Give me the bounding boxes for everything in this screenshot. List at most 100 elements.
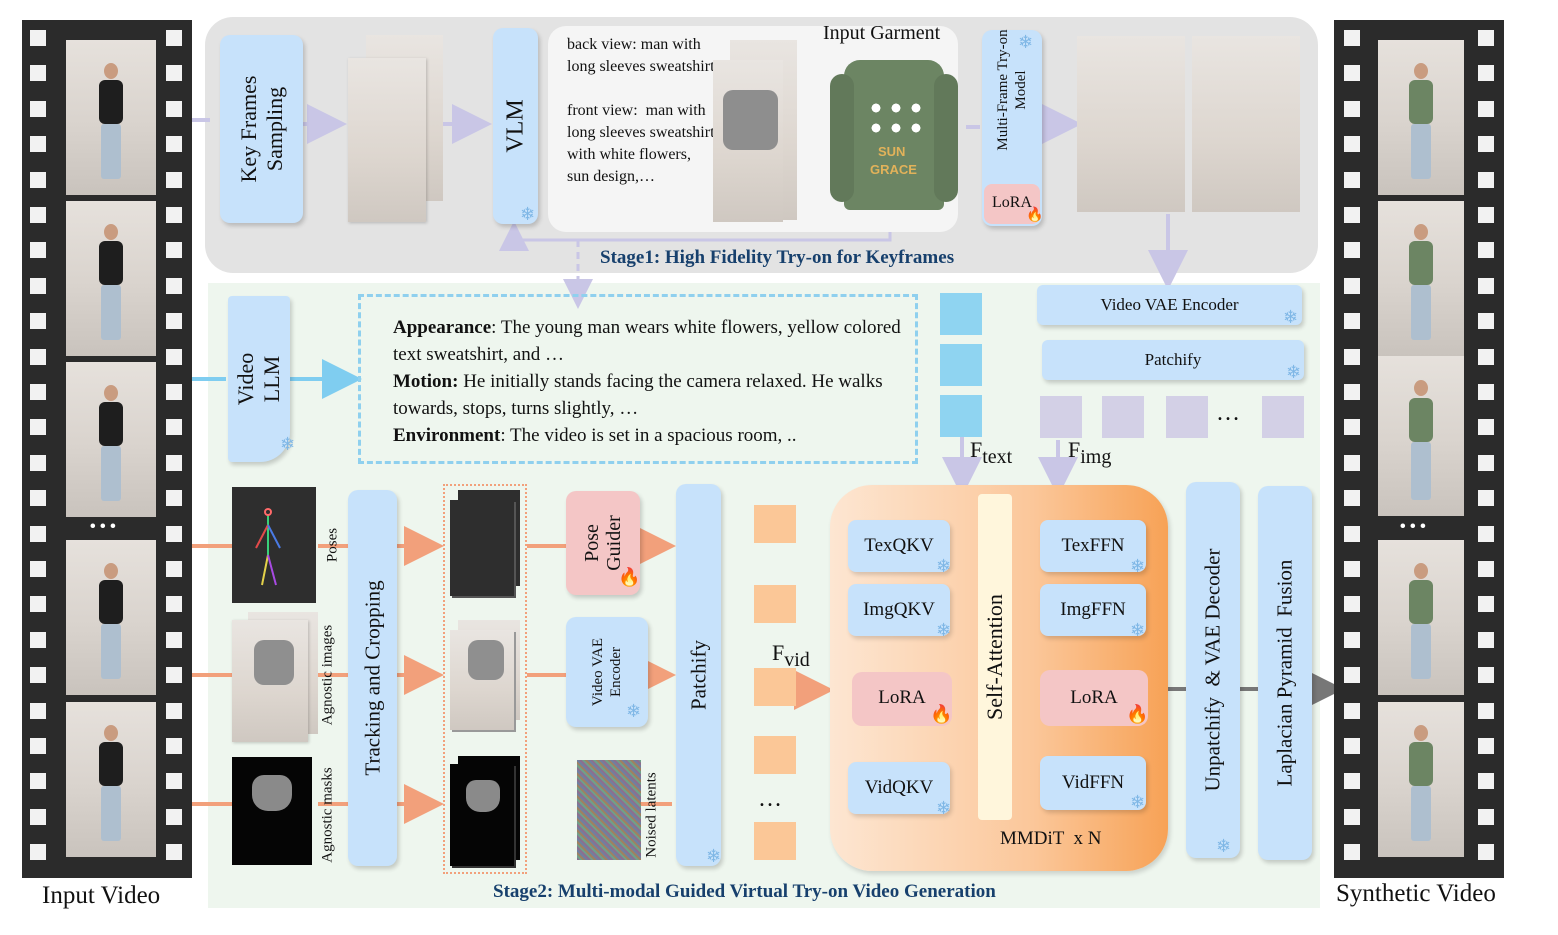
garment-text-grace: GRACE: [870, 162, 917, 177]
person-legs: [101, 446, 121, 502]
video-token-ellipsis: …: [758, 786, 782, 813]
vlm-box: VLM ❄: [493, 28, 538, 224]
imgqkv-box: ImgQKV❄: [848, 584, 950, 636]
patchify-label: Patchify: [686, 640, 711, 710]
garment-left-sleeve: [830, 74, 854, 202]
film-sprocket-hole: [1478, 703, 1494, 719]
film-sprocket-hole: [166, 738, 182, 754]
garment-description-text: back view: man with long sleeves sweatsh…: [567, 34, 715, 188]
film-sprocket-hole: [1478, 207, 1494, 223]
film-sprocket-hole: [1344, 384, 1360, 400]
unpatchify-vae-decoder-label: Unpatchify & VAE Decoder: [1201, 549, 1226, 792]
person-legs: [1411, 442, 1431, 500]
input-dots: • • •: [90, 518, 116, 536]
film-sprocket-hole: [30, 207, 46, 223]
film-sprocket-hole: [30, 844, 46, 860]
film-sprocket-hole: [30, 455, 46, 471]
agnostic-gray-region: [723, 90, 778, 150]
cropped-agnostic-gray: [468, 640, 504, 680]
person-silhouette: [99, 80, 123, 123]
texffn-box: TexFFN❄: [1040, 520, 1146, 572]
input-frame-3: [66, 362, 156, 517]
vidffn-label: VidFFN: [1062, 772, 1124, 793]
garment-flowers: [866, 98, 922, 138]
fire-icon: 🔥: [1126, 706, 1148, 724]
film-sprocket-hole: [1344, 172, 1360, 188]
video-vae-encoder-top-label: Video VAE Encoder: [1037, 295, 1302, 315]
patchify-top-box: Patchify ❄: [1042, 340, 1304, 380]
image-token-4: [1262, 396, 1304, 438]
f-text-sub: text: [982, 446, 1012, 468]
mmdit-label: MMDiT x N: [1000, 828, 1102, 850]
f-vid-main: F: [772, 640, 784, 665]
snowflake-icon: ❄: [1216, 838, 1231, 856]
film-sprocket-hole: [166, 561, 182, 577]
stage2-title: Stage2: Multi-modal Guided Virtual Try-o…: [493, 881, 996, 903]
person-legs: [1411, 786, 1431, 842]
film-sprocket-hole: [166, 667, 182, 683]
film-sprocket-hole: [30, 561, 46, 577]
person-silhouette: [1409, 398, 1433, 443]
film-sprocket-hole: [1344, 844, 1360, 860]
video-token-1: [754, 505, 796, 543]
vidffn-box: VidFFN❄: [1040, 756, 1146, 810]
stage1-title: Stage1: High Fidelity Try-on for Keyfram…: [600, 247, 954, 269]
video-token-5: [754, 822, 796, 860]
film-sprocket-hole: [166, 703, 182, 719]
film-sprocket-hole: [1478, 242, 1494, 258]
film-sprocket-hole: [1344, 278, 1360, 294]
film-sprocket-hole: [166, 65, 182, 81]
video-vae-encoder-label: Video VAE Encoder: [589, 632, 625, 712]
poses-label: Poses: [323, 510, 343, 580]
key-frames-sampling-box: Key Frames Sampling: [220, 35, 303, 223]
input-frame-2: [66, 201, 156, 356]
laplacian-pyramid-fusion-box: Laplacian Pyramid Fusion: [1258, 486, 1312, 860]
agnostic-masks-label: Agnostic masks: [316, 750, 340, 880]
pose-image: [232, 487, 316, 603]
snowflake-icon: ❄: [1283, 309, 1298, 327]
keyframe-front: [348, 58, 426, 222]
texffn-label: TexFFN: [1061, 535, 1124, 556]
person-head: [1414, 224, 1428, 240]
snowflake-icon: ❄: [936, 558, 951, 576]
fire-icon: 🔥: [930, 706, 952, 724]
film-sprocket-hole: [1478, 773, 1494, 789]
person-head: [104, 563, 118, 579]
imgffn-label: ImgFFN: [1060, 599, 1125, 620]
film-sprocket-hole: [30, 278, 46, 294]
film-sprocket-hole: [1478, 490, 1494, 506]
film-sprocket-hole: [166, 490, 182, 506]
person-head: [1414, 725, 1428, 741]
person-head: [104, 63, 118, 79]
person-head: [1414, 380, 1428, 396]
film-sprocket-hole: [30, 30, 46, 46]
synthetic-frame-1: [1378, 40, 1464, 195]
fire-icon: 🔥: [1026, 206, 1043, 224]
film-sprocket-hole: [1478, 455, 1494, 471]
lora-left-box: LoRA🔥: [852, 672, 952, 726]
snowflake-icon: ❄: [520, 206, 535, 224]
cropped-pose-front: [450, 500, 514, 596]
vidqkv-box: VidQKV❄: [848, 762, 950, 814]
noised-latents-text: Noised latents: [644, 772, 661, 857]
film-sprocket-hole: [1478, 667, 1494, 683]
snowflake-icon: ❄: [626, 703, 641, 721]
text-token-3: [940, 395, 982, 437]
film-sprocket-hole: [166, 278, 182, 294]
person-legs: [101, 786, 121, 842]
film-sprocket-hole: [30, 242, 46, 258]
film-sprocket-hole: [1478, 65, 1494, 81]
film-sprocket-hole: [1344, 455, 1360, 471]
video-token-4: [754, 736, 796, 774]
person-head: [1414, 63, 1428, 79]
input-garment-image: SUN GRACE: [830, 54, 958, 214]
image-token-3: [1166, 396, 1208, 438]
f-text-label: Ftext: [970, 437, 1012, 463]
laplacian-pyramid-fusion-label: Laplacian Pyramid Fusion: [1273, 560, 1298, 787]
film-sprocket-hole: [30, 384, 46, 400]
film-sprocket-hole: [30, 809, 46, 825]
film-sprocket-hole: [30, 101, 46, 117]
film-sprocket-hole: [30, 632, 46, 648]
film-sprocket-hole: [1344, 30, 1360, 46]
snowflake-icon: ❄: [1286, 364, 1301, 382]
